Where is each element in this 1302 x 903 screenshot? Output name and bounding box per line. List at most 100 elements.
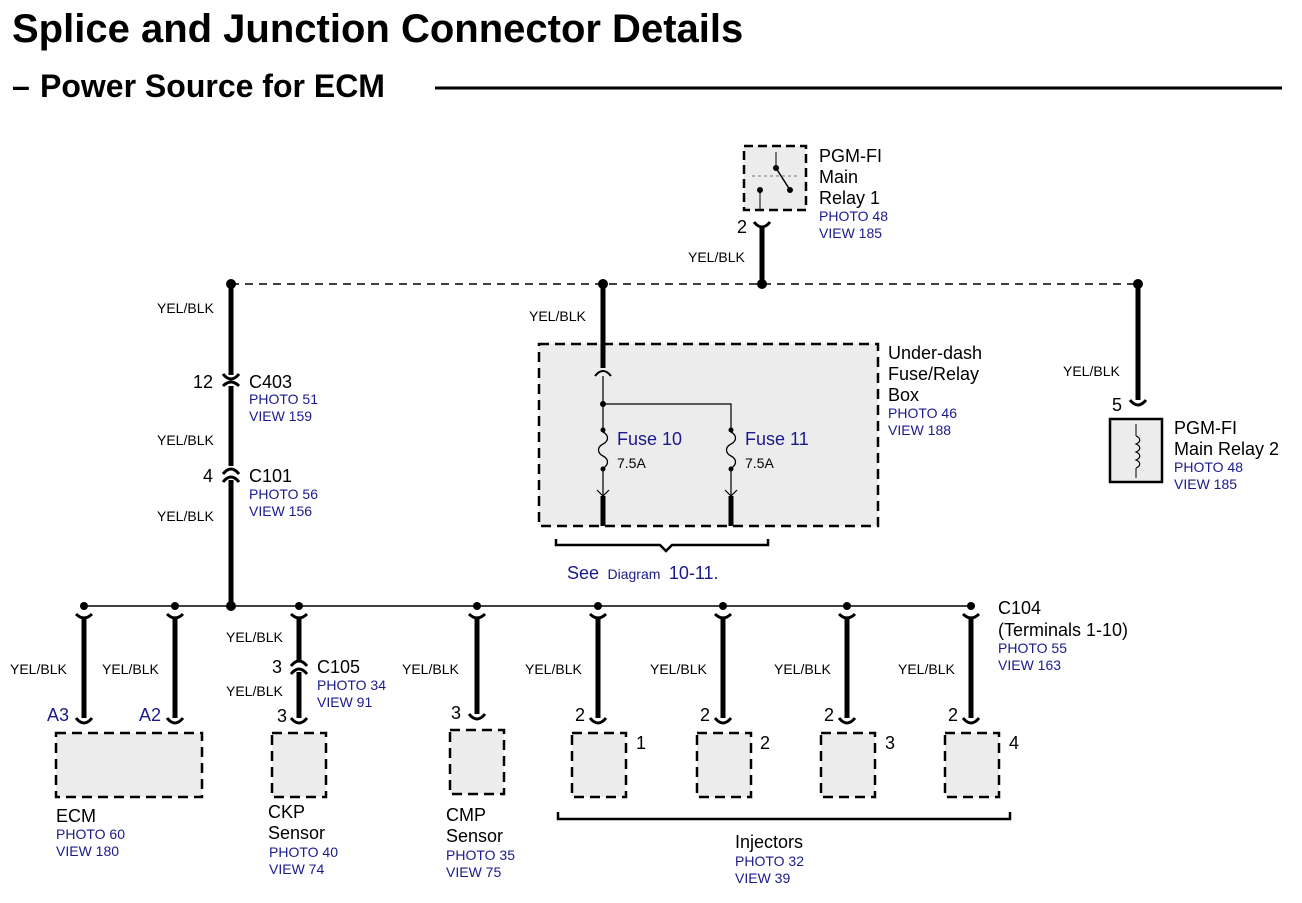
fuse-10-rating: 7.5A [617,455,646,471]
injectors-bracket [556,812,1012,821]
ecm-a2-bus-terminal [165,612,185,620]
injector-4-wire-label: YEL/BLK [898,661,955,677]
splice-dot [473,602,481,610]
fusebox-input-terminal [594,370,612,377]
fusebox-name: Under-dash Fuse/Relay Box [888,343,982,405]
left-wire-label-1: YEL/BLK [157,300,214,316]
main-relay-1 [742,144,808,212]
ecm-box [54,731,204,799]
ecm-a3-bus-terminal [74,612,94,620]
injector-2-wire-label: YEL/BLK [650,661,707,677]
ecm-a3-terminal [74,717,94,725]
svg-text:CKP: CKP [268,802,305,822]
c101-label: C101 [249,466,292,486]
svg-text:Sensor: Sensor [268,823,325,843]
injector-3-pin: 2 [824,705,834,725]
splice-dot [719,602,727,610]
c403-connector [221,373,241,388]
injector-4 [943,612,1001,799]
injector-3-wire-label: YEL/BLK [774,661,831,677]
relay2-pin: 5 [1112,395,1122,415]
fusebox-wire-label: YEL/BLK [529,308,586,324]
svg-text:Box: Box [888,385,919,405]
splice-dot [171,602,179,610]
c104-view: VIEW 163 [998,657,1061,673]
svg-text:PGM-FI: PGM-FI [819,146,882,166]
relay2-view: VIEW 185 [1174,476,1237,492]
ckp-photo: PHOTO 40 [269,844,338,860]
injectors-view: VIEW 39 [735,870,790,886]
fuse-10-name: Fuse 10 [617,429,682,449]
ckp-wire-label-2: YEL/BLK [226,683,283,699]
ckp-pin: 3 [277,706,287,726]
cmp-sensor-box [448,728,506,796]
c101-view: VIEW 156 [249,503,312,519]
ckp-view: VIEW 74 [269,861,324,877]
injector-2 [695,612,753,799]
page-subtitle: Power Source for ECM [40,68,385,104]
c104-terminals: (Terminals 1-10) [998,620,1128,640]
ckp-bus-terminal [289,612,309,620]
injector-2-pin: 2 [700,705,710,725]
ckp-terminal [289,717,309,725]
c101-photo: PHOTO 56 [249,486,318,502]
injectors-name: Injectors [735,832,803,852]
splice-dot [843,602,851,610]
svg-text:Main: Main [819,167,858,187]
c101-pin: 4 [203,466,213,486]
see-diagram-link[interactable]: See Diagram 10-11. [567,563,719,583]
c403-pin: 12 [193,372,213,392]
ckp-wire-label-1: YEL/BLK [226,629,283,645]
relay1-view: VIEW 185 [819,225,882,241]
splice-dot [967,602,975,610]
ecm-a3-wire-label: YEL/BLK [10,661,67,677]
relay1-name: PGM-FI Main Relay 1 [819,146,882,208]
svg-text:Fuse/Relay: Fuse/Relay [888,364,979,384]
c105-pin: 3 [272,657,282,677]
injector-4-number: 4 [1009,733,1019,753]
fusebox-view: VIEW 188 [888,422,951,438]
injector-1-number: 1 [636,733,646,753]
cmp-bus-terminal [467,612,487,620]
ecm-a2-wire-label: YEL/BLK [102,661,159,677]
ecm-view: VIEW 180 [56,843,119,859]
splice-dot [226,601,236,611]
ecm-name: ECM [56,806,96,826]
relay1-wire-label: YEL/BLK [688,249,745,265]
splice-dot [594,602,602,610]
relay2-coil-icon [1134,424,1141,478]
svg-text:PGM-FI: PGM-FI [1174,418,1237,438]
page-title: Splice and Junction Connector Details [12,7,743,51]
left-wire-label-3: YEL/BLK [157,508,214,524]
svg-text:Sensor: Sensor [446,826,503,846]
injector-4-pin: 2 [948,705,958,725]
cmp-name: CMP Sensor [446,805,503,846]
splice-dot [295,602,303,610]
fuse-relay-box [537,342,880,528]
relay2-terminal [1128,399,1148,407]
fusebox-photo: PHOTO 46 [888,405,957,421]
subtitle-dash: – [12,68,30,104]
injector-3 [819,612,877,799]
see-diagram-brace [554,539,770,553]
ecm-photo: PHOTO 60 [56,826,125,842]
svg-text:CMP: CMP [446,805,486,825]
injector-1-pin: 2 [575,705,585,725]
c104-photo: PHOTO 55 [998,640,1067,656]
svg-text:Under-dash: Under-dash [888,343,982,363]
fuse-branch [603,403,732,428]
ecm-a2-terminal [165,717,185,725]
ckp-sensor-box [270,731,328,799]
c105-view: VIEW 91 [317,694,372,710]
injector-1-wire-label: YEL/BLK [525,661,582,677]
relay2-name: PGM-FI Main Relay 2 [1174,418,1279,459]
injector-1 [570,612,628,799]
ckp-name: CKP Sensor [268,802,325,843]
c101-connector [221,467,241,483]
injector-3-number: 3 [885,733,895,753]
injectors-photo: PHOTO 32 [735,853,804,869]
c403-photo: PHOTO 51 [249,391,318,407]
relay2-wire-label: YEL/BLK [1063,363,1120,379]
cmp-photo: PHOTO 35 [446,847,515,863]
